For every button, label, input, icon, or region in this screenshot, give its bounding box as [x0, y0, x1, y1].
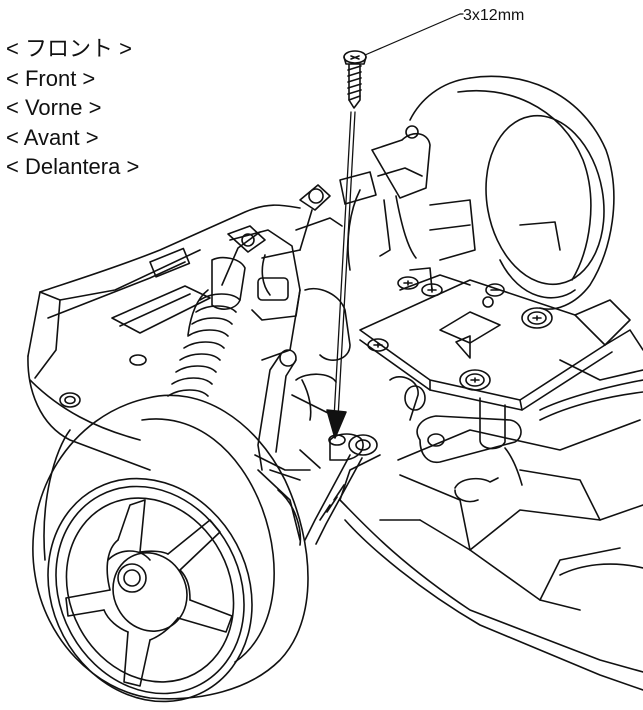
suspension-details — [296, 222, 560, 420]
deck-screws — [368, 277, 552, 390]
front-upright — [230, 185, 342, 360]
top-deck — [360, 275, 643, 449]
screw-3x12mm-icon — [344, 51, 366, 108]
shock-tower — [340, 126, 475, 270]
front-shock-absorber — [168, 226, 265, 396]
steering-linkage — [255, 350, 377, 544]
front-wheel — [9, 395, 308, 710]
label-front-japanese: < フロント > — [6, 36, 132, 61]
screw-insertion-arrow — [327, 112, 355, 438]
label-front-spanish: < Delantera > — [6, 154, 140, 179]
front-bumper-plate — [28, 205, 300, 470]
label-front-french: < Avant > — [6, 124, 99, 150]
steering-arm — [417, 380, 643, 502]
orientation-labels: < フロント > < Front > < Vorne > < Avant > <… — [6, 34, 139, 182]
screw-size-label: 3x12mm — [463, 7, 525, 24]
screw-callout-leader — [365, 14, 460, 55]
label-front-english: < Front > — [6, 65, 96, 91]
chassis-tub — [340, 420, 643, 690]
label-front-german: < Vorne > — [6, 95, 102, 120]
rear-wheel — [410, 76, 617, 309]
